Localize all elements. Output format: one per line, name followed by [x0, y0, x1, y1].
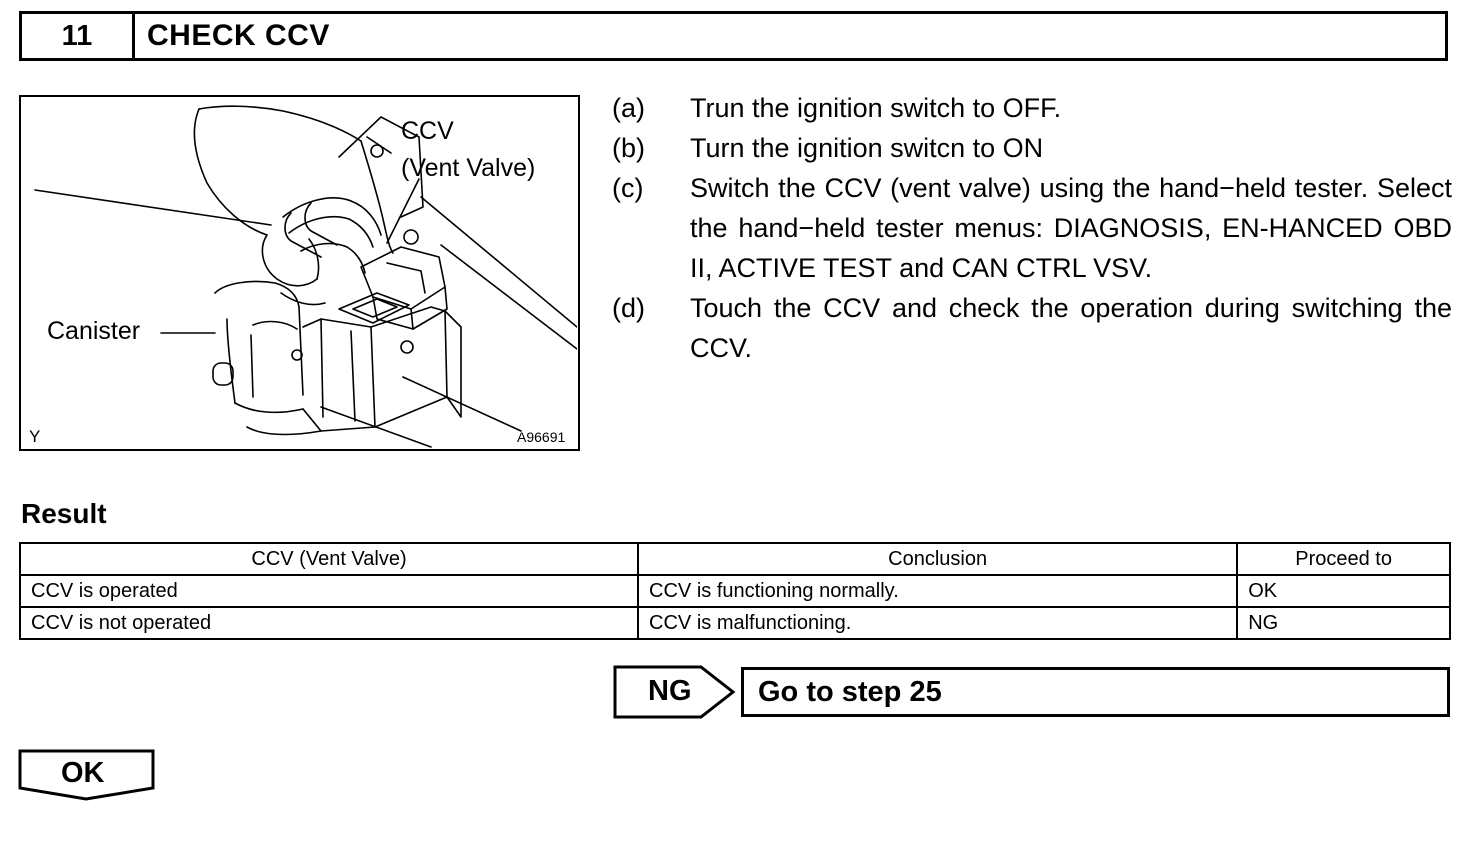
instruction-item: (d) Touch the CCV and check the operatio… [612, 288, 1452, 368]
ok-label: OK [61, 757, 105, 789]
instruction-text: Switch the CCV (vent valve) using the ha… [690, 173, 1452, 283]
label-ccv: CCV [401, 117, 454, 145]
table-cell: CCV is functioning normally. [637, 574, 1239, 608]
table-cell: CCV is not operated [18, 606, 640, 640]
ng-arrow-shape [613, 665, 736, 719]
ok-arrow-shape [18, 749, 155, 801]
instruction-letter: (a) [612, 93, 645, 123]
instruction-text: Touch the CCV and check the operation du… [690, 293, 1452, 363]
result-table: CCV (Vent Valve) Conclusion Proceed to C… [18, 542, 1451, 640]
label-vent-valve: (Vent Valve) [401, 154, 536, 182]
instruction-letter: (d) [612, 293, 645, 323]
table-row: CCV is operated CCV is functioning norma… [18, 574, 1451, 608]
ok-branch-tag: OK [18, 749, 156, 808]
instruction-item: (c) Switch the CCV (vent valve) using th… [612, 168, 1452, 288]
column-header: CCV (Vent Valve) [18, 542, 640, 576]
column-header: Proceed to [1236, 542, 1451, 576]
instruction-text: Trun the ignition switch to OFF. [690, 93, 1062, 123]
step-number: 11 [22, 14, 135, 58]
instruction-letter: (b) [612, 133, 645, 163]
instruction-text: Turn the ignition switcn to ON [690, 133, 1044, 163]
ng-branch-tag: NG [613, 665, 737, 724]
ccv-illustration-drawing [34, 105, 577, 448]
table-row: CCV is not operated CCV is malfunctionin… [18, 606, 1451, 640]
table-header-row: CCV (Vent Valve) Conclusion Proceed to [18, 542, 1451, 576]
column-header: Conclusion [637, 542, 1239, 576]
instruction-item: (a) Trun the ignition switch to OFF. [612, 88, 1452, 128]
table-cell: CCV is operated [18, 574, 640, 608]
instruction-letter: (c) [612, 173, 644, 203]
ng-label: NG [648, 675, 692, 707]
step-title: CHECK CCV [147, 19, 330, 52]
ng-action-text: Go to step 25 [758, 675, 942, 708]
table-cell: OK [1236, 574, 1451, 608]
label-canister: Canister [47, 317, 141, 345]
instruction-list: (a) Trun the ignition switch to OFF. (b)… [612, 88, 1452, 368]
step-header: 11 CHECK CCV [19, 11, 1448, 61]
instruction-item: (b) Turn the ignition switcn to ON [612, 128, 1452, 168]
figure-id: A96691 [517, 429, 566, 445]
table-cell: NG [1236, 606, 1451, 640]
ng-action-box: Go to step 25 [741, 667, 1450, 717]
table-cell: CCV is malfunctioning. [637, 606, 1239, 640]
figure-corner-code: Y [29, 427, 41, 446]
result-heading: Result [21, 498, 107, 529]
ccv-illustration: CCV (Vent Valve) Canister Y A96691 [19, 95, 580, 451]
